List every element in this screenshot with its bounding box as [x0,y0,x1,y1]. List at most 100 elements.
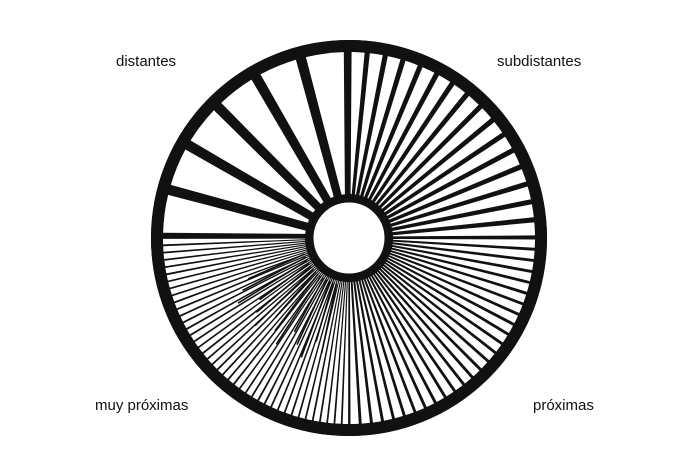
gill-crowded [378,269,480,377]
gill-crowded [355,281,382,423]
gill-very-crowded [170,250,307,295]
gill-very-crowded [299,280,339,419]
gill-crowded [370,276,444,402]
gill-subdistant [363,60,418,197]
gill-subdistant [391,186,531,228]
gill-shading-line [248,253,305,280]
gill-shading-line [274,273,319,332]
gill-crowded [382,265,495,361]
gill-very-crowded [194,262,314,347]
cap-rim [151,40,547,436]
gill-very-crowded [164,243,306,267]
gill-crowded [391,249,530,292]
gill-very-crowded [246,274,326,397]
gill-very-crowded [163,238,305,245]
label-very-crowded-gills: muy próximas [95,397,189,414]
gill-subdistant [388,152,520,220]
gill-very-crowded [328,281,345,424]
gill-crowded [365,278,424,412]
gill-very-crowded [177,255,309,316]
gill-distant [305,52,345,195]
gill-very-crowded [163,242,306,259]
gill-very-crowded [306,280,340,421]
gill-crowded [372,274,454,397]
gill-subdistant [392,204,534,233]
gill-crowded [360,280,403,419]
gill-very-crowded [183,258,311,329]
gill-crowded [387,259,513,333]
gill-shading-line [300,281,331,358]
gill-very-crowded [190,261,313,341]
label-distant-gills: distantes [116,53,177,70]
gill-crowded [357,280,393,421]
gill-very-crowded [203,265,316,359]
gill-very-crowded [258,276,329,404]
gill-crowded [350,282,359,424]
gill-crowded [388,256,518,324]
gill-shading-line [274,271,317,319]
gill-very-crowded [285,279,335,415]
gill-very-crowded [234,272,323,388]
gill-subdistant [374,84,465,203]
gill-very-crowded [208,267,317,364]
gill-crowded [384,263,502,352]
gill-distant [260,59,334,198]
gill-subdistant [386,136,512,216]
gill-very-crowded [165,245,306,274]
gill-very-crowded [213,268,318,369]
gill-very-crowded [271,278,332,410]
gill-subdistant [359,56,401,196]
gill-subdistant [371,75,451,201]
gill-subdistant [378,95,479,206]
gill-shading-line [275,275,322,345]
gill-very-crowded [223,270,320,379]
gill-shading-line [296,279,328,345]
gill-very-crowded [199,264,315,353]
gill-crowded [392,244,534,271]
gill-shading-line [320,283,338,354]
gill-crowded [392,241,535,259]
gill-subdistant [367,67,435,199]
gill-shading-line [293,277,325,333]
gill-crowded [352,281,370,424]
gill-crowded [391,246,532,282]
label-crowded-gills: próximas [533,397,594,414]
gill-very-crowded [168,248,307,288]
gill-crowded [374,273,463,391]
gill-crowded [389,254,523,313]
gill-very-crowded [342,282,349,424]
gill-subdistant [381,108,492,209]
gill-crowded [385,261,508,343]
gill-very-crowded [166,247,307,281]
gill-subdistant [354,53,383,195]
gill-crowded [380,267,488,369]
gill-very-crowded [163,240,306,252]
gill-crowded [363,279,414,416]
gill-distant [221,79,324,205]
gill-crowded [376,271,472,384]
gill-subdistant [390,169,527,224]
gill-shading-line [254,268,314,327]
gill-subdistant [392,222,535,237]
gill-distant [190,110,316,213]
gill-shading-line [315,282,334,342]
gill-very-crowded [172,252,308,302]
gill-shading-line [259,263,310,301]
gill-crowded [390,252,527,303]
gill-distant [163,194,306,234]
gill-very-crowded [320,281,344,423]
gill-very-crowded [292,280,337,417]
gill-crowded [367,277,435,407]
label-subdistant-gills: subdistantes [497,53,582,70]
gill-subdistant [384,122,503,213]
gill-distant [170,149,309,223]
gill-very-crowded [335,281,347,424]
gill-subdistant [350,52,365,195]
gill-shading-line [256,265,312,313]
gill-very-crowded [313,281,342,422]
gill-crowded [393,239,535,248]
gill-shading-line [237,259,308,304]
stipe-cross-section [308,197,390,279]
gill-shading-line [242,256,307,291]
